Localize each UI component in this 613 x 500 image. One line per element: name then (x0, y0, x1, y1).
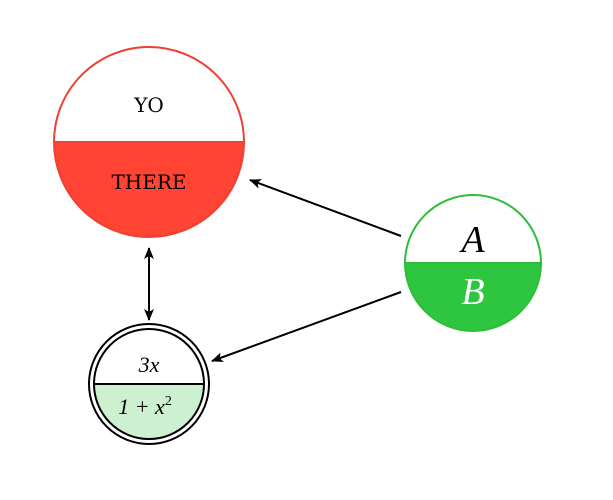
node-expr-outer-border (88, 323, 210, 445)
edge-a-b-to-expr (211, 291, 402, 362)
node-yo-there-top-label: YO (133, 93, 164, 117)
node-a-b: A B (404, 194, 542, 332)
node-yo-there-top-fill (54, 47, 244, 142)
node-a-b-top-label: A (458, 219, 485, 261)
node-expr-bottom-label-exponent: 2 (165, 394, 172, 409)
node-expr: 3x 1 + x2 (88, 323, 210, 445)
edges (144, 179, 402, 362)
node-expr-bottom-label: 1 + x2 (118, 394, 172, 419)
node-expr-top-label: 3x (138, 352, 160, 377)
node-a-b-border (404, 194, 542, 332)
node-a-b-bottom-label: B (461, 271, 484, 313)
node-yo-there: YO THERE (53, 46, 245, 238)
node-yo-there-border (53, 46, 245, 238)
node-yo-there-bottom-label: THERE (111, 170, 186, 194)
node-expr-inner-border (93, 328, 205, 440)
node-expr-bottom-label-base: 1 + x (118, 394, 165, 419)
edge-a-b-to-yo-there (249, 179, 402, 237)
